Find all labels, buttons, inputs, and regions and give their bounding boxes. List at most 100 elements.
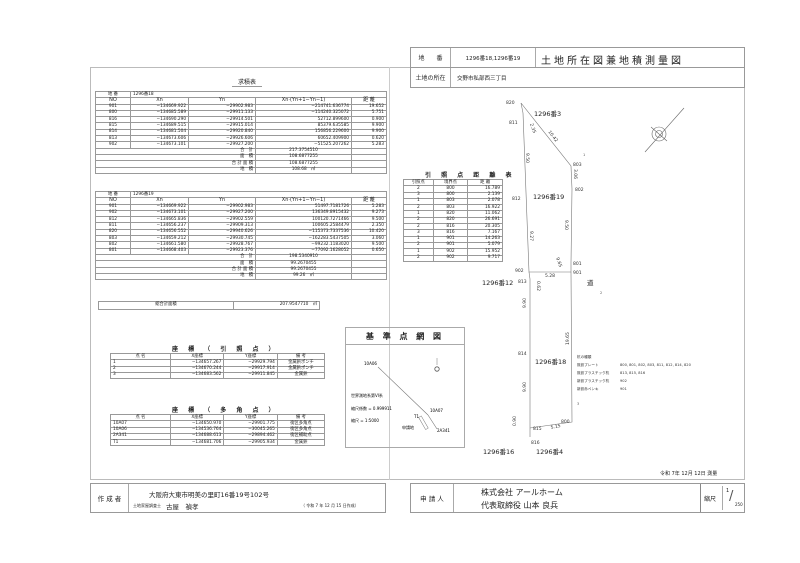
table-cell: −114240.325072 <box>255 109 353 118</box>
scale-slash: / <box>729 489 734 504</box>
table-cell: −134669.922 <box>129 103 190 111</box>
table-cell: 52712.899600 <box>255 116 353 124</box>
author-address: 大阪府大東市明美の里町16番19号102号 <box>149 491 269 499</box>
grand-total-table: 総合計面積 207.9547710 ㎡ <box>98 301 320 310</box>
author-box: 作 成 者 大阪府大東市明美の里町16番19号102号 土地家屋調査士 古屋 禎… <box>90 483 386 513</box>
column-header: 距 離 <box>351 97 387 105</box>
table-cell: 10A07 <box>110 420 171 428</box>
table-cell: 10A06 <box>110 426 171 434</box>
base-map-box: 基 準 点 網 図 <box>345 327 465 448</box>
column-header: 備 考 <box>276 413 326 422</box>
summary-label: 地 積 <box>94 166 257 174</box>
table-cell: −29905.934 <box>223 439 278 447</box>
table-cell: 金属鋲ポンチ <box>276 365 326 373</box>
table-cell: −29911.845 <box>223 371 278 380</box>
table-cell: 1 <box>110 359 171 367</box>
table-cell: 金属鋲 <box>276 439 326 447</box>
table-cell: 0.900 <box>351 116 387 124</box>
table-cell: 街区多角点 <box>276 420 326 428</box>
survey-date: 令和 7年 12月 12日 測量 <box>660 471 718 477</box>
table-cell: 街区補助点 <box>276 432 326 441</box>
table-cell: 902 <box>432 254 469 262</box>
summary-empty <box>351 253 387 262</box>
scale-value: 1 / 250 <box>722 486 744 510</box>
chiban-label: 地 番 <box>411 48 451 67</box>
table-cell: 金属鋲 <box>276 371 326 380</box>
table-cell: T1 <box>110 439 171 447</box>
table-cell: 5.751 <box>351 109 387 118</box>
chiban-value: 1296番18 <box>129 90 388 99</box>
table-cell: 19.652 <box>351 103 387 111</box>
table-cell: 2 <box>403 254 434 262</box>
summary-empty <box>351 266 387 274</box>
table-cell: 街区多角点 <box>276 426 326 434</box>
author-created-date: （ 令和 7 年 12 月 15 日作成） <box>301 503 359 508</box>
location-label: 土地の所在 <box>411 68 451 87</box>
applicant-company: 株式会社 アールホーム <box>481 488 563 497</box>
author-label: 作 成 者 <box>91 484 129 512</box>
table-cell: −134683.562 <box>169 371 225 380</box>
table-cell: −134690.290 <box>129 116 190 124</box>
table-cell: 3 <box>110 371 171 380</box>
scale-label: 縮尺 <box>704 496 717 503</box>
column-header: Xn <box>129 97 190 105</box>
table-cell: −134681.706 <box>169 439 225 447</box>
applicant-label: 申 請 人 <box>411 484 454 512</box>
location-value: 交野市私部西三丁目 <box>457 76 507 82</box>
summary-value: 198.5340910 <box>255 253 353 262</box>
grand-total-value: 207.9547710 ㎡ <box>233 301 320 310</box>
summary-empty <box>351 260 387 268</box>
table-cell: 2A341 <box>110 432 171 441</box>
table-cell: 9.717 <box>467 254 503 262</box>
area-table-title: 求積表 <box>232 77 263 87</box>
summary-empty <box>351 272 387 281</box>
coords-ref-title: 座 標 （ 引 照 点 ） <box>172 346 279 353</box>
base-map-title: 基 準 点 網 図 <box>346 328 464 345</box>
author-name: 古屋 禎孝 <box>166 503 199 511</box>
grand-total-label: 総合計面積 <box>98 301 234 310</box>
left-panel-divider <box>389 67 390 480</box>
column-header: 点 名 <box>110 352 171 361</box>
summary-label: 地 積 <box>94 272 257 281</box>
table-cell: −214741.636774 <box>255 103 353 111</box>
column-header: 備 考 <box>276 352 326 361</box>
table-cell: −134685.589 <box>129 109 190 118</box>
location-row: 土地の所在 交野市私部西三丁目 <box>410 67 745 88</box>
summary-value: 99.2670455 <box>255 266 353 274</box>
chiban-value: 1296番18,1296番19 <box>451 48 536 67</box>
summary-empty <box>351 166 387 174</box>
column-header: 点 名 <box>110 413 171 422</box>
coords-poly-title: 座 標 （ 多 角 点 ） <box>172 407 279 414</box>
scale-numerator: 1 <box>726 488 730 494</box>
scale-box-divider <box>700 484 701 512</box>
author-role: 土地家屋調査士 <box>133 503 161 508</box>
ref-distance-title: 引 照 点 距 離 表 <box>425 172 516 179</box>
scale-denominator: 250 <box>735 502 743 507</box>
table-cell: 2 <box>110 365 171 373</box>
